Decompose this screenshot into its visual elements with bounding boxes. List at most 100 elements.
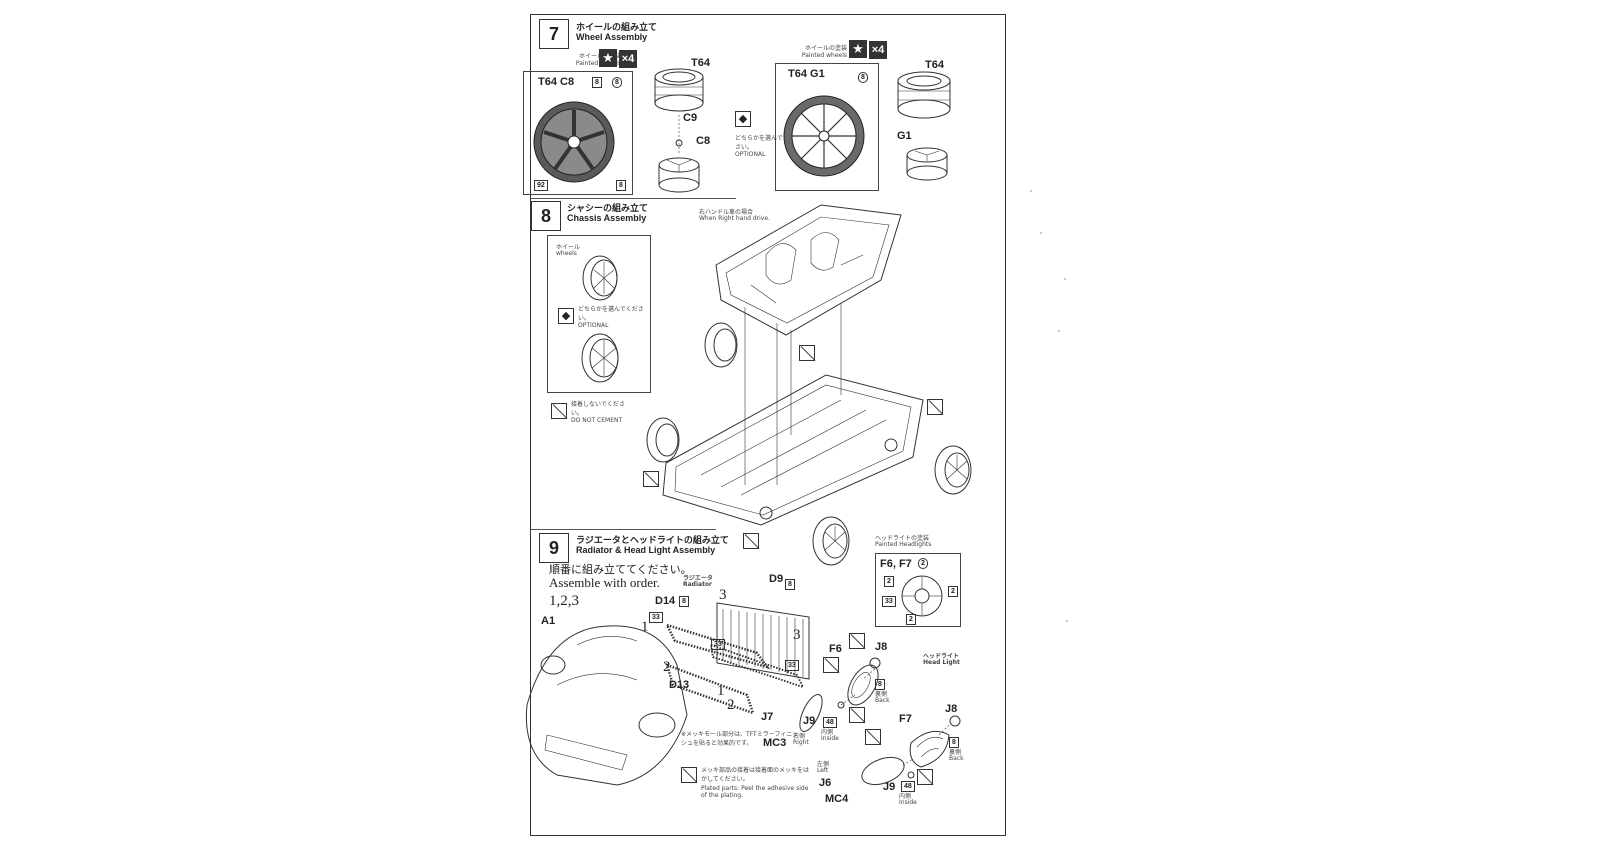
part-f6: F6 <box>829 643 842 655</box>
back-jp-b: 裏側 <box>949 749 962 756</box>
tire-and-rim-exploded <box>654 68 704 193</box>
divider-8-9 <box>531 529 716 530</box>
step8-rhd-jp: 右ハンドル車の場合 <box>699 209 754 216</box>
headlight-box-label: F6, F7 <box>880 558 912 570</box>
hl-tag-33: 33 <box>882 596 896 607</box>
star-icon: ★ <box>599 49 617 67</box>
step7-right-tire-label: T64 <box>925 59 944 71</box>
step7-left-badges: ★×4 <box>599 49 637 68</box>
headlight-en: Head Light <box>923 659 960 666</box>
part-j6: J6 <box>819 777 832 789</box>
chrome-note: ※メッキモール部分は、TFTミラーフィニッシュを貼ると効果的です。 <box>681 731 799 747</box>
part-d9: D9 <box>769 573 784 585</box>
tag-j8-a: 8 <box>875 679 885 690</box>
headlight-paint-en: Painted Headlights <box>875 541 932 548</box>
no-cement-icon <box>849 633 865 649</box>
tag-48: 48 <box>823 717 837 728</box>
back-en-a: Back <box>875 697 890 704</box>
step7-left-tag-a: 8 <box>592 77 602 88</box>
no-cement-icon <box>743 533 759 549</box>
tag-d14: 8 <box>679 596 689 607</box>
step8-wheel-box: ホイール wheels ◆ どちらかを選んでください。 OPTIONAL <box>547 235 651 393</box>
headlight-paint-box: F6, F7 2 2 2 33 2 <box>875 553 961 627</box>
plating-note-en: Plated parts: Peel the adhesive side of … <box>701 785 809 799</box>
no-cement-icon <box>823 657 839 673</box>
step9-number: 9 <box>539 533 569 563</box>
part-j7: J7 <box>761 711 774 723</box>
step8-optional-en: OPTIONAL <box>578 322 609 329</box>
scan-speck <box>1040 232 1042 234</box>
part-j8-a: J8 <box>875 641 888 653</box>
optional-icon: ◆ <box>735 111 751 127</box>
tag-33-c: 33 <box>785 660 799 671</box>
part-j9-a: J9 <box>803 715 816 727</box>
tire-and-rim-exploded-right <box>897 71 951 181</box>
seq-num-3a: 3 <box>719 587 727 603</box>
no-cement-icon <box>551 403 567 419</box>
hl-tag-top: 2 <box>918 558 928 569</box>
part-mc3: MC3 <box>763 737 787 749</box>
step7-cap-label: C9 <box>683 112 698 124</box>
painted-spoke-wheel-drawing <box>533 101 615 183</box>
back-en-b: Back <box>949 755 964 762</box>
wheel-options-drawing <box>581 255 619 383</box>
seq-num-1a: 1 <box>641 619 649 635</box>
step7-title-en: Wheel Assembly <box>576 32 648 42</box>
scan-speck <box>1064 278 1066 280</box>
hl-tag-bottom: 2 <box>906 614 916 625</box>
right-jp: 右側 <box>793 733 806 740</box>
step8-title-jp: シャシーの組み立て <box>567 204 649 214</box>
step8-wheel-en: wheels <box>556 250 577 257</box>
no-cement-icon <box>917 769 933 785</box>
step7-rim-label: C8 <box>696 135 711 147</box>
step8-number: 8 <box>531 201 561 231</box>
step9-order-en: Assemble with order. <box>549 575 660 590</box>
inside-en-b: Inside <box>899 799 917 806</box>
step9-order-jp: 順番に組み立ててください。 <box>549 563 692 576</box>
no-cement-icon <box>849 707 865 723</box>
divider-7-8 <box>531 198 736 199</box>
back-jp-a: 裏側 <box>875 691 888 698</box>
headlight-jp: ヘッドライト <box>923 653 960 660</box>
step7-left-tag-c: 92 <box>534 180 548 191</box>
step7-right-multiplier: ×4 <box>869 41 887 59</box>
step7-optional-en: OPTIONAL <box>735 151 766 158</box>
headlight-paint-jp: ヘッドライトの塗装 <box>875 535 930 542</box>
tag-48-b: 48 <box>901 781 915 792</box>
step7-right-rim-label: G1 <box>897 130 912 142</box>
part-j9-b: J9 <box>883 781 896 793</box>
part-d14: D14 <box>655 595 676 607</box>
step7-number: 7 <box>539 19 569 49</box>
inside-jp-a: 内側 <box>821 729 834 736</box>
seq-num-2b: 2 <box>727 697 735 713</box>
step7-left-multiplier: ×4 <box>619 50 637 68</box>
tag-33: 33 <box>649 612 663 623</box>
step8-title-en: Chassis Assembly <box>567 213 647 223</box>
tag-d9: 8 <box>785 579 795 590</box>
step7-title-jp: ホイールの組み立て <box>576 23 658 33</box>
step9-order-seq: 1,2,3 <box>549 593 579 609</box>
step7-right-badges: ★×4 <box>849 40 887 59</box>
no-cement-icon <box>799 345 815 361</box>
left-en: Left <box>817 767 829 774</box>
step7-left-tag-b: 8 <box>612 77 622 88</box>
hl-tag-left: 2 <box>884 576 894 587</box>
instruction-sheet: 7 ホイールの組み立て Wheel Assembly ホイールの塗装 Paint… <box>523 14 1006 836</box>
step7-left-panel: T64 C8 8 8 92 8 <box>523 71 633 195</box>
no-cement-icon <box>927 399 943 415</box>
tag-j8-b: 8 <box>949 737 959 748</box>
step9-title-jp: ラジエータとヘッドライトの組み立て <box>576 536 729 546</box>
step7-left-tag-d: 8 <box>616 180 626 191</box>
optional-icon: ◆ <box>558 308 574 324</box>
headlight-paint-drawing <box>901 575 943 617</box>
hl-tag-right: 2 <box>948 586 958 597</box>
step7-optional-jp: どちらかを選んでください。 <box>735 135 795 151</box>
seq-num-1b: 1 <box>717 683 725 699</box>
part-a1: A1 <box>541 615 556 627</box>
no-cement-icon <box>865 729 881 745</box>
step8-optional-jp: どちらかを選んでください。 <box>578 306 644 322</box>
radiator-headlight-drawing <box>525 602 810 786</box>
step7-left-tire-label: T64 <box>691 57 710 69</box>
no-cement-icon <box>643 471 659 487</box>
step8-no-cement-en: DO NOT CEMENT <box>571 417 623 424</box>
